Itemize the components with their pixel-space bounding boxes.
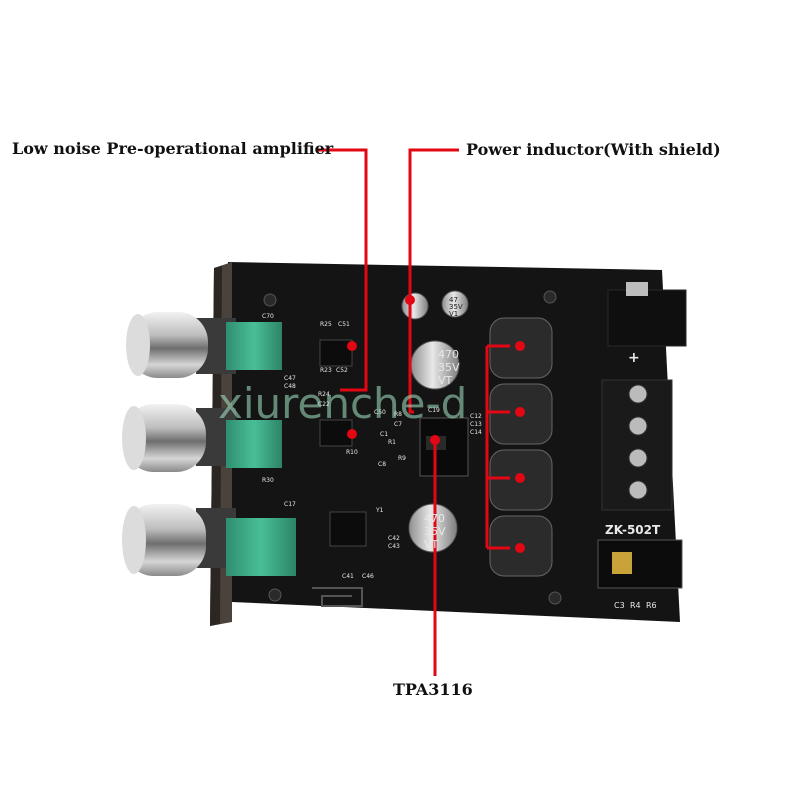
knob-bottom bbox=[122, 504, 236, 576]
silk-label: C70 bbox=[262, 313, 274, 320]
silk-label: R9 bbox=[398, 455, 406, 462]
small-cap-label-1: 47 bbox=[449, 296, 458, 304]
capacitor-2-label-value: 470 bbox=[424, 512, 445, 525]
silk-label: C47 bbox=[284, 375, 296, 382]
silk-label: Y1 bbox=[375, 507, 384, 514]
antenna-trace bbox=[312, 587, 363, 607]
jack-label-r6: R6 bbox=[646, 601, 657, 610]
callout-inductor: Power inductor(With shield) bbox=[466, 140, 721, 159]
silk-label: C43 bbox=[388, 543, 400, 550]
silk-label: C50 bbox=[374, 409, 386, 416]
small-cap-label-3: V1 bbox=[449, 310, 458, 318]
silk-label: R1 bbox=[388, 439, 396, 446]
leader-lines bbox=[316, 148, 510, 676]
silk-label: C22 bbox=[318, 401, 330, 408]
board-model-label: ZK-502T bbox=[605, 523, 661, 537]
knob-middle bbox=[122, 404, 236, 472]
silk-label: C42 bbox=[388, 535, 400, 542]
silk-label: C48 bbox=[284, 383, 296, 390]
silk-label: R10 bbox=[346, 449, 358, 456]
polarity-plus-label: + bbox=[628, 350, 640, 366]
silk-label: C41 bbox=[342, 573, 354, 580]
tpa3116-chip bbox=[419, 417, 469, 477]
silk-label: C51 bbox=[338, 321, 350, 328]
silk-label: C1 bbox=[380, 431, 388, 438]
callout-preamp: Low noise Pre-operational amplifier bbox=[12, 139, 334, 158]
silk-label: C7 bbox=[394, 421, 402, 428]
volume-knobs bbox=[122, 312, 236, 576]
jack-label-c3: C3 bbox=[614, 601, 625, 610]
silk-label: R24 bbox=[318, 391, 330, 398]
silk-label: C14 bbox=[470, 429, 482, 436]
silk-label: R8 bbox=[394, 411, 402, 418]
silk-label: R23 bbox=[320, 367, 332, 374]
callout-chip: TPA3116 bbox=[393, 680, 473, 699]
dc-power-jack bbox=[607, 282, 687, 347]
jack-label-r4: R4 bbox=[630, 601, 641, 610]
silk-label: R30 bbox=[262, 477, 274, 484]
silk-label: R25 bbox=[320, 321, 332, 328]
audio-input-jack bbox=[597, 539, 683, 589]
capacitor-2-label-series: VT bbox=[424, 538, 439, 551]
silk-label: C13 bbox=[470, 421, 482, 428]
capacitor-label-series: VT bbox=[438, 374, 453, 387]
silk-label: C19 bbox=[428, 407, 440, 414]
silk-label: C52 bbox=[336, 367, 348, 374]
potentiometers bbox=[226, 322, 296, 576]
leader-dots bbox=[347, 295, 525, 553]
capacitor-2-label-voltage: 35V bbox=[424, 525, 446, 538]
small-cap-label-2: 35V bbox=[449, 303, 463, 311]
silk-label: C46 bbox=[362, 573, 374, 580]
silk-label: C8 bbox=[378, 461, 386, 468]
watermark-text: xiurenche-d bbox=[218, 379, 467, 428]
capacitor-label-voltage: 35V bbox=[438, 361, 460, 374]
silk-label: C17 bbox=[284, 501, 296, 508]
knob-top bbox=[126, 312, 236, 378]
speaker-terminal bbox=[601, 379, 673, 511]
opamp-chips bbox=[319, 339, 367, 547]
capacitor-label-value: 470 bbox=[438, 348, 459, 361]
silk-label: C12 bbox=[470, 413, 482, 420]
